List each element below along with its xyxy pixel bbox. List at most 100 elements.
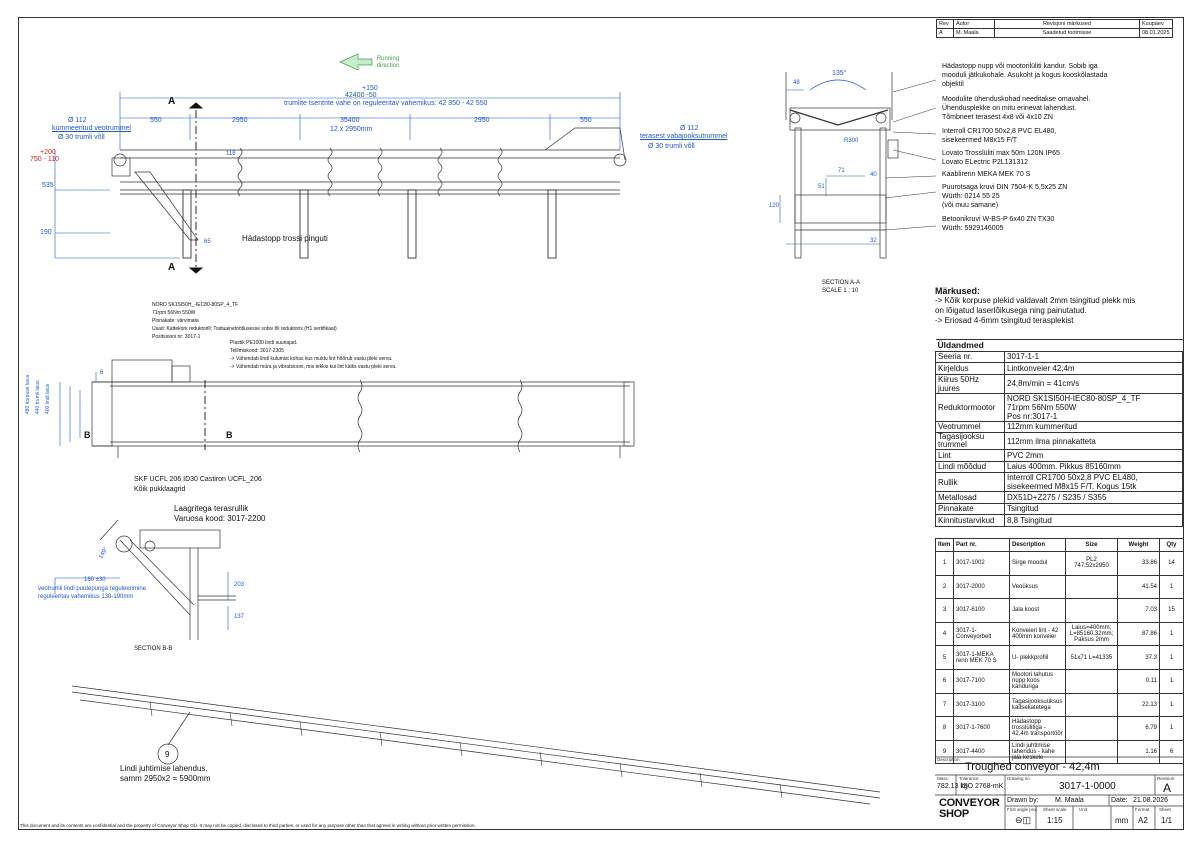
dim-right-550: 550	[580, 117, 592, 124]
date-header: Kuupäev	[1139, 19, 1173, 29]
row-value: DX51D+Z275 / S235 / S355	[1004, 491, 1183, 504]
return-drum-shaft: Ø 30 trumli võll	[648, 143, 695, 150]
parts-cell-part: 3017-1-Conveyorbelt	[953, 621, 1010, 647]
parts-cell-item: 2	[935, 574, 954, 600]
row-value: 24,8m/min = 41cm/s	[1004, 373, 1183, 394]
parts-cell-size	[1065, 739, 1118, 765]
row-value: 3017-1-1	[1004, 350, 1183, 363]
parts-cell-item: 3	[935, 598, 954, 623]
motor-note-line: 71rpm 56Nm 550W	[152, 310, 196, 316]
drive-drum-diameter: Ø 112	[68, 117, 87, 124]
row-key: Lint	[935, 449, 1005, 462]
parts-cell-part: 3017-1002	[953, 551, 1010, 576]
dim-48: 48	[793, 80, 800, 86]
tolerance-label: Tolerance	[959, 776, 979, 781]
note-line: -> Eriosad 4-6mm tsingitud terasplekist	[935, 316, 1074, 325]
callout-line: mooduli jätkukohale. Asukoht ja kogus ko…	[942, 72, 1108, 79]
belt-note-line: -> Vähendab lindi kulumist kohas kus mui…	[230, 356, 393, 362]
row-value-line: Interroll CR1700 50x2,8 PVC EL480,	[1007, 473, 1138, 482]
size-header: Size	[1065, 538, 1118, 552]
drum-adjust-note-2: reguleeritav vahemikus 130-190mm	[38, 594, 134, 600]
author-header: Autor	[953, 19, 995, 29]
drawing-no-label: Drawing no	[1007, 776, 1030, 781]
callout-line: Betoonikruvi W-BS-P 6x40 ZN TX30	[942, 216, 1055, 223]
running-direction-label: Running direction	[376, 56, 400, 69]
callout-line: Lovato Trosslüliti max 50m 120N IP65	[942, 150, 1060, 157]
parts-cell-item: 6	[935, 668, 954, 694]
parts-cell-size	[1065, 598, 1118, 623]
date-value: 08.01.2025	[1139, 28, 1173, 38]
return-drum-label: terasest vabajooksutrummel	[640, 133, 728, 140]
section-bb-title: SECTION B-B	[134, 646, 173, 652]
dim-32: 32	[870, 238, 877, 244]
section-aa-title: SECTION A-A	[822, 280, 861, 286]
projection-label: First angle proj.	[1007, 807, 1039, 812]
section-aa-drawing	[785, 72, 899, 259]
parts-cell-desc: Hädastopp trosslülitiga - 42,4m transpor…	[1009, 716, 1066, 741]
rev-header: Rev	[936, 19, 954, 29]
top-view-conveyor	[111, 127, 627, 259]
height-tol-plus: +200	[40, 149, 56, 156]
item-header: Item	[935, 538, 954, 552]
belt-note-line: -> Vähendab müra ja vibratsiooni, mis te…	[230, 364, 397, 370]
dim-190: 190	[40, 229, 52, 236]
parts-cell-desc: Jala koost	[1009, 598, 1066, 623]
parts-cell-part: 3017-1-MEKA renn MEK 70 S	[953, 645, 1010, 670]
row-key: Kinnitustarvikud	[935, 514, 1005, 527]
desc-header: Description	[1009, 538, 1066, 552]
callout-line: Moodulite ühenduskohad needitakse omavah…	[942, 96, 1091, 103]
confidentiality-footer: This document and its contents are confi…	[20, 823, 476, 828]
parts-cell-qty: 6	[1159, 739, 1184, 765]
conveyor-shop-logo: CONVEYOR SHOP	[939, 798, 1001, 828]
table-row: Rullik Interroll CR1700 50x2,8 PVC EL480…	[935, 472, 1183, 492]
row-key: Lindi mõõdud	[935, 460, 1005, 473]
note-line: on lõigatud laserlõikusega ning painutat…	[935, 306, 1087, 315]
parts-cell-desc: U- plekkprofiil	[1009, 645, 1066, 670]
scale-label: Sheet scale	[1043, 807, 1067, 812]
dim-2950-b: 2950	[474, 117, 490, 124]
motor-note-line: NORD SK1SI50H_-IEC80-80SP_4_TF	[152, 302, 239, 308]
parts-cell-part: 3017-3100	[953, 692, 1010, 718]
row-value: Interroll CR1700 50x2,8 PVC EL480,siseke…	[1004, 472, 1183, 492]
motor-note-line: Usad: Kattekork reduktorill; Toiduainetö…	[152, 326, 337, 332]
qty-header: Qty	[1159, 538, 1184, 552]
parts-cell-size: PL2 747.52x2950	[1065, 551, 1118, 576]
callout-line: Interroll CR1700 50x2,8 PVC EL480,	[942, 128, 1057, 135]
tolerance-value: ISO 2768-mK	[961, 783, 1004, 790]
callout-line: Ühendusplekke on mitu erinevat lahendust…	[942, 105, 1077, 112]
revision-label: Revision	[1157, 776, 1175, 781]
parts-cell-qty: 1	[1159, 645, 1184, 670]
drive-drum-label: kummeeritud veotrummel	[52, 125, 131, 132]
section-a-top-label: A	[168, 96, 176, 107]
sheet-value: 1/1	[1161, 816, 1173, 825]
row-value: PVC 2mm	[1004, 449, 1183, 462]
weight-header: Weight	[1117, 538, 1160, 552]
tension-roller-label: Laagritega terasrullik	[174, 504, 249, 513]
mass-label: Mass	[937, 776, 948, 781]
parts-cell-size	[1065, 574, 1118, 600]
belt-note-line: Plastik PE1000 lindi suunajad.	[230, 340, 298, 346]
callout-line: Würth: 0214 55 25	[942, 193, 1000, 200]
section-b-right: B	[226, 430, 233, 440]
dim-160: 160 ±30	[84, 577, 106, 583]
row-value-line: sisekeermed M8x15 F/T. Kogus 15tk	[1007, 482, 1137, 491]
note-value: Saadetud tootmisse	[994, 28, 1140, 38]
row-value: Lintkonveier 42,4m	[1004, 362, 1183, 375]
width-label: 400 lindi laius	[45, 383, 51, 414]
callout-line: sisekeermed M8x15 F/T	[942, 137, 1018, 144]
parts-cell-weight: 6.79	[1117, 716, 1160, 741]
revision-table: Rev Autor Revisjoni märkused Kuupäev A M…	[936, 19, 1173, 38]
dim-6: 6	[100, 370, 104, 376]
